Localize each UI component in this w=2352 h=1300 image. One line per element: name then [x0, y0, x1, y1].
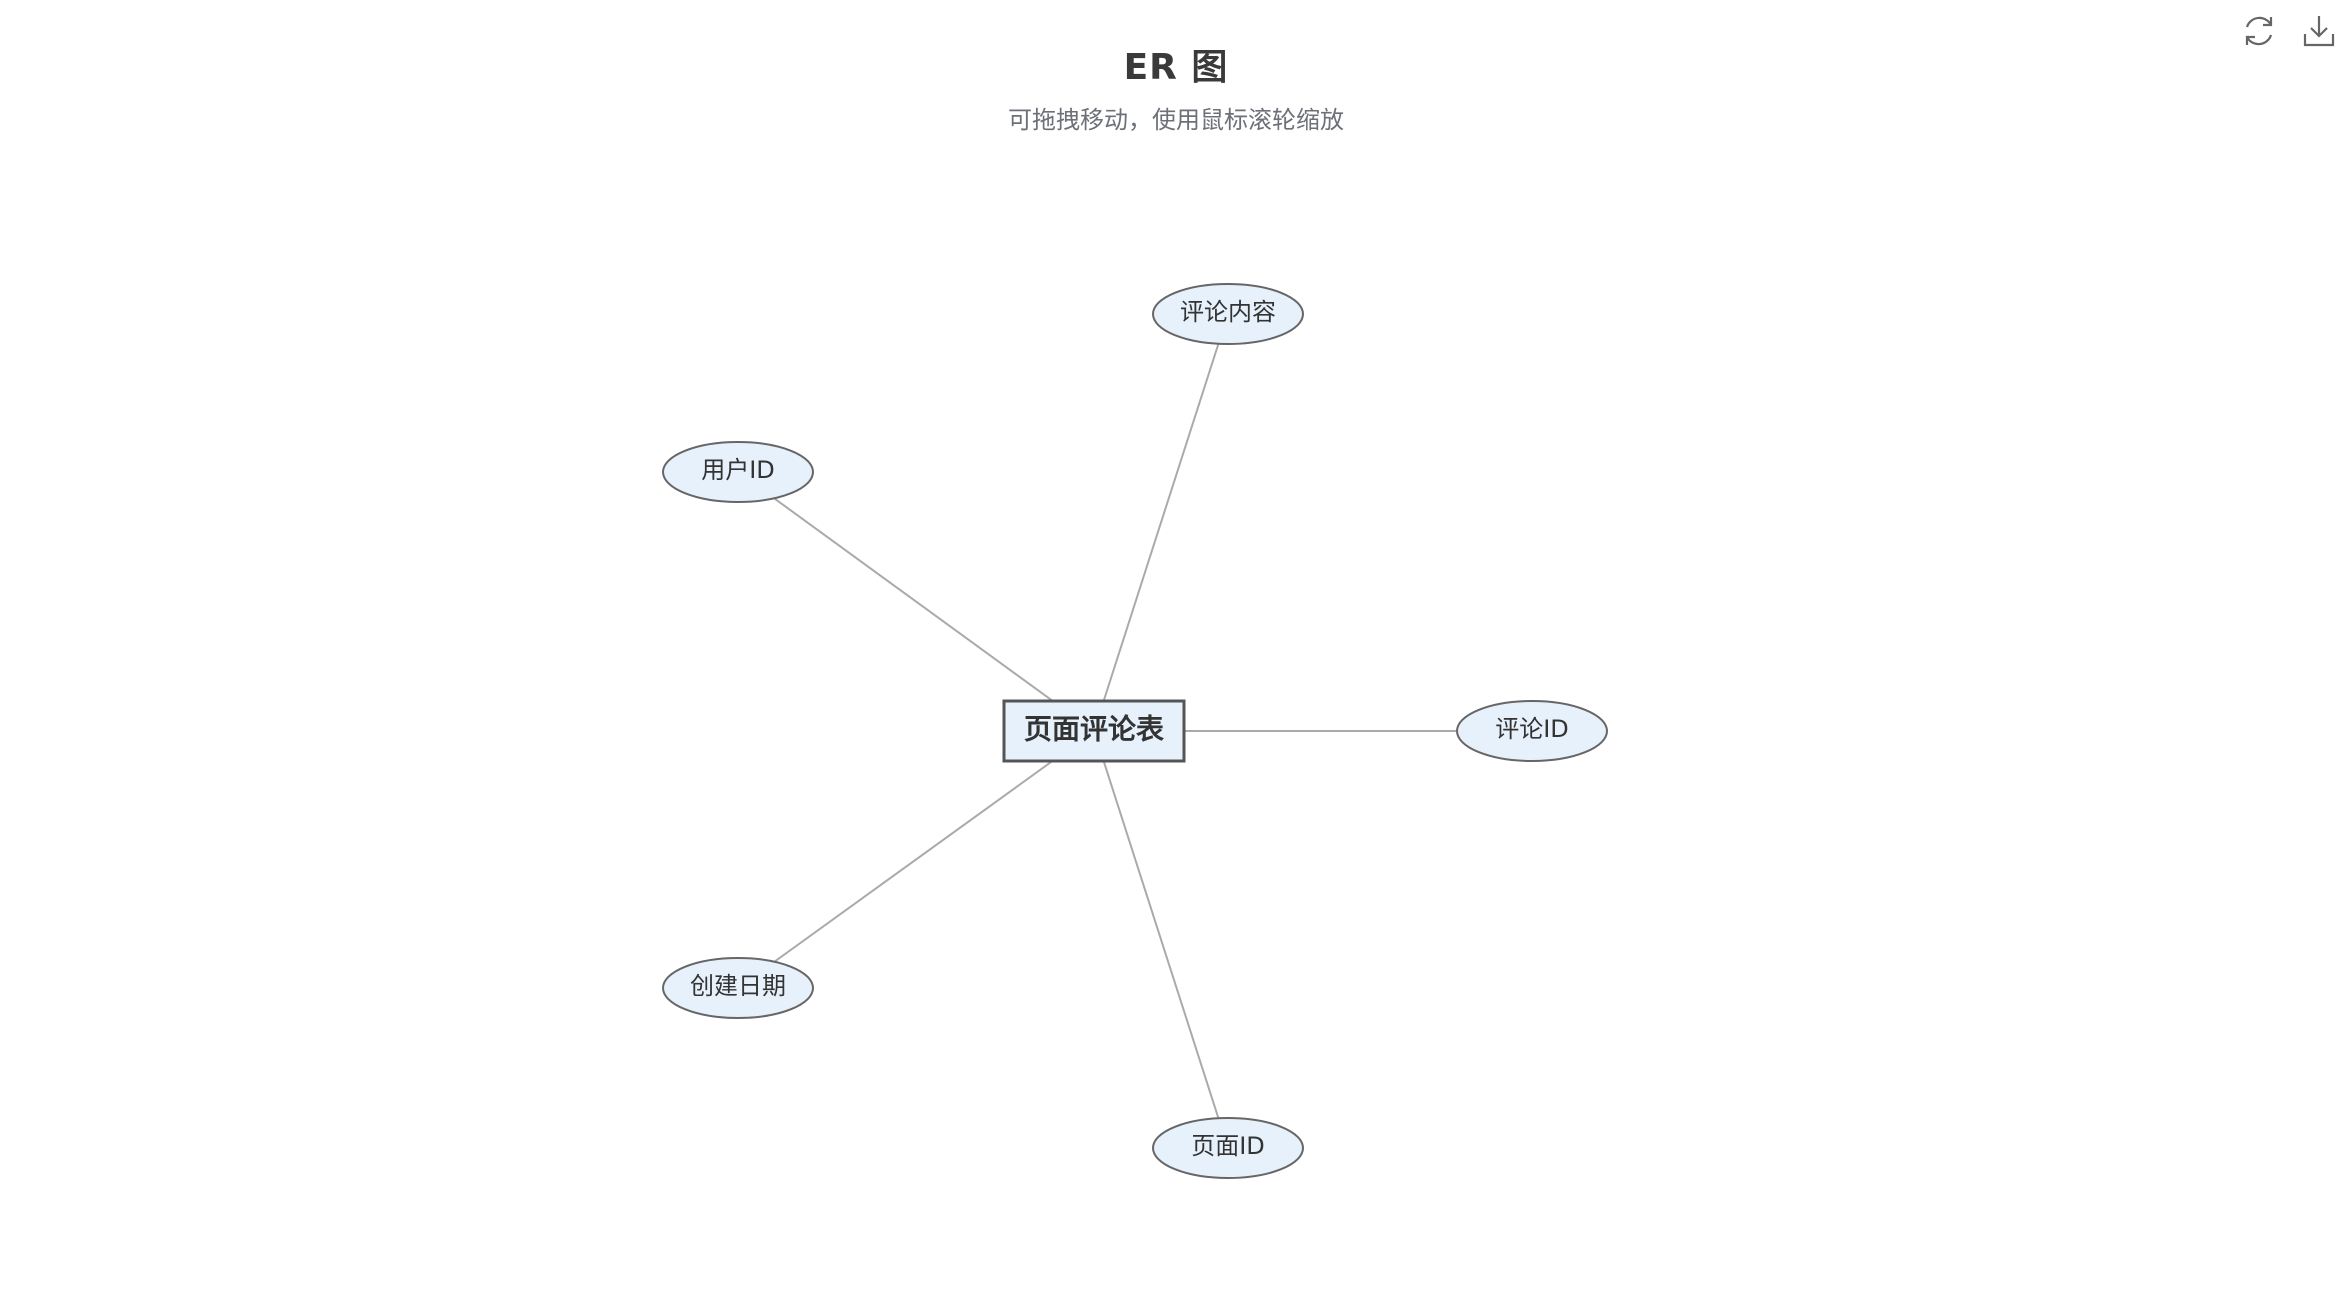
attribute-ellipse [1152, 283, 1304, 345]
attribute-ellipse [1456, 700, 1608, 762]
attribute-label: 评论内容 [1180, 298, 1276, 326]
entity-node[interactable]: 页面评论表 [1002, 699, 1186, 763]
restore-button[interactable] [2238, 10, 2280, 52]
attribute-ellipse [1152, 1117, 1304, 1179]
refresh-icon [2245, 16, 2273, 46]
entity-label: 页面评论表 [1024, 713, 1164, 746]
save-image-button[interactable] [2298, 10, 2340, 52]
chart-subtitle: 可拖拽移动，使用鼠标滚轮缩放 [1008, 106, 1344, 134]
attribute-node-page-id[interactable]: 页面ID [1152, 1117, 1304, 1179]
edge-attr-user-id [737, 471, 1095, 732]
edge-attr-content [1093, 313, 1229, 732]
entity-box [1002, 699, 1186, 763]
attribute-ellipse [662, 957, 814, 1019]
attribute-label: 页面ID [1191, 1132, 1265, 1160]
edge-attr-created [737, 730, 1095, 989]
edge-attr-page-id [1093, 730, 1229, 1149]
attribute-node-comment-id[interactable]: 评论ID [1456, 700, 1608, 762]
chart-title: ER 图 [1123, 47, 1229, 88]
attribute-node-user-id[interactable]: 用户ID [662, 441, 814, 503]
attribute-node-created[interactable]: 创建日期 [662, 957, 814, 1019]
attribute-label: 用户ID [701, 456, 775, 484]
attribute-ellipse [662, 441, 814, 503]
attribute-label: 评论ID [1495, 715, 1569, 743]
download-icon [2303, 16, 2335, 47]
attribute-label: 创建日期 [690, 972, 786, 1000]
toolbox [2238, 10, 2340, 52]
attribute-node-content[interactable]: 评论内容 [1152, 283, 1304, 345]
